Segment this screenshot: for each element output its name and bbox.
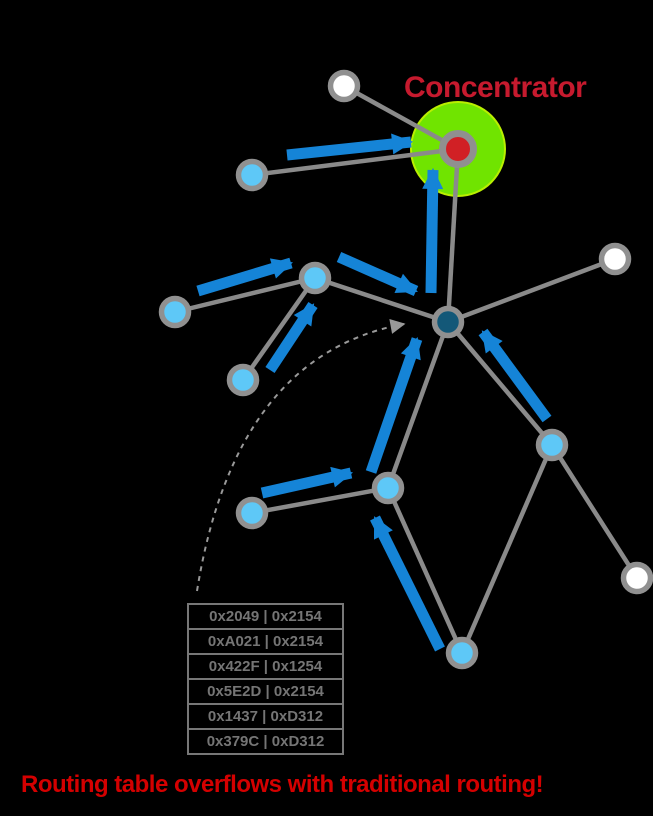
node-blue-right xyxy=(535,428,569,462)
node-blue-left xyxy=(158,295,192,329)
route-arrow-blue-right-to-hub xyxy=(478,328,552,423)
node-white-right xyxy=(598,242,632,276)
routing-table-entry: 0x2049 | 0x2154 xyxy=(187,603,344,630)
node-blue-mid xyxy=(298,261,332,295)
routing-table-entry: 0xA021 | 0x2154 xyxy=(187,628,344,655)
edge-blue-left--blue-mid xyxy=(174,275,316,315)
route-arrow-blue-topleft-to-concentrator xyxy=(286,133,414,161)
route-arrow-blue-center-to-hub xyxy=(365,337,423,474)
edge-hub--blue-right xyxy=(446,320,554,447)
edge-hub--white-right xyxy=(447,256,616,325)
caption-text: Routing table overflows with traditional… xyxy=(21,771,544,798)
routing-table-entry: 0x1437 | 0xD312 xyxy=(187,703,344,730)
route-arrow-blue-mid-to-hub xyxy=(336,251,419,297)
edge-blue-mid--hub xyxy=(314,275,449,325)
routing-table-row: 0x422F | 0x1254 xyxy=(187,653,344,680)
route-arrow-blue-left2-to-blue-mid xyxy=(265,301,318,374)
node-blue-bottom xyxy=(445,636,479,670)
edge-blue-left2--blue-mid xyxy=(241,276,317,382)
node-blue-center xyxy=(371,471,405,505)
routing-table-row: 0x2049 | 0x2154 xyxy=(187,603,344,630)
node-blue-left2 xyxy=(226,363,260,397)
edge-white-top--concentrator xyxy=(342,84,460,151)
route-arrow-blue-bottom-to-blue-center xyxy=(370,515,445,652)
edge-blue-lowerleft--blue-center xyxy=(251,485,389,516)
routing-table-pointer-arrow xyxy=(196,319,406,592)
edge-hub--concentrator xyxy=(445,148,461,323)
node-concentrator xyxy=(439,130,477,168)
edge-hub--blue-center xyxy=(385,321,451,489)
edge-blue-right--white-bottomright xyxy=(550,443,639,580)
route-arrow-blue-lowerleft-to-blue-center xyxy=(260,466,354,499)
node-white-bottomright xyxy=(620,561,653,595)
routing-table-entry: 0x379C | 0xD312 xyxy=(187,728,344,755)
routing-table-row: 0x1437 | 0xD312 xyxy=(187,703,344,730)
routing-table-row: 0x379C | 0xD312 xyxy=(187,728,344,755)
routing-table-entry: 0x422F | 0x1254 xyxy=(187,653,344,680)
edge-blue-center--blue-bottom xyxy=(385,487,465,654)
route-arrow-blue-left-to-blue-mid xyxy=(196,257,294,297)
routing-table-row: 0xA021 | 0x2154 xyxy=(187,628,344,655)
routing-table-entry: 0x5E2D | 0x2154 xyxy=(187,678,344,705)
node-hub xyxy=(431,305,465,339)
route-arrow-hub-to-concentrator xyxy=(422,167,444,294)
node-blue-topleft xyxy=(235,158,269,192)
concentrator-label: Concentrator xyxy=(404,71,587,104)
node-blue-lowerleft xyxy=(235,496,269,530)
node-white-top xyxy=(327,69,361,103)
edge-blue-bottom--blue-right xyxy=(459,444,555,654)
edge-blue-topleft--concentrator xyxy=(251,146,459,178)
routing-table-row: 0x5E2D | 0x2154 xyxy=(187,678,344,705)
